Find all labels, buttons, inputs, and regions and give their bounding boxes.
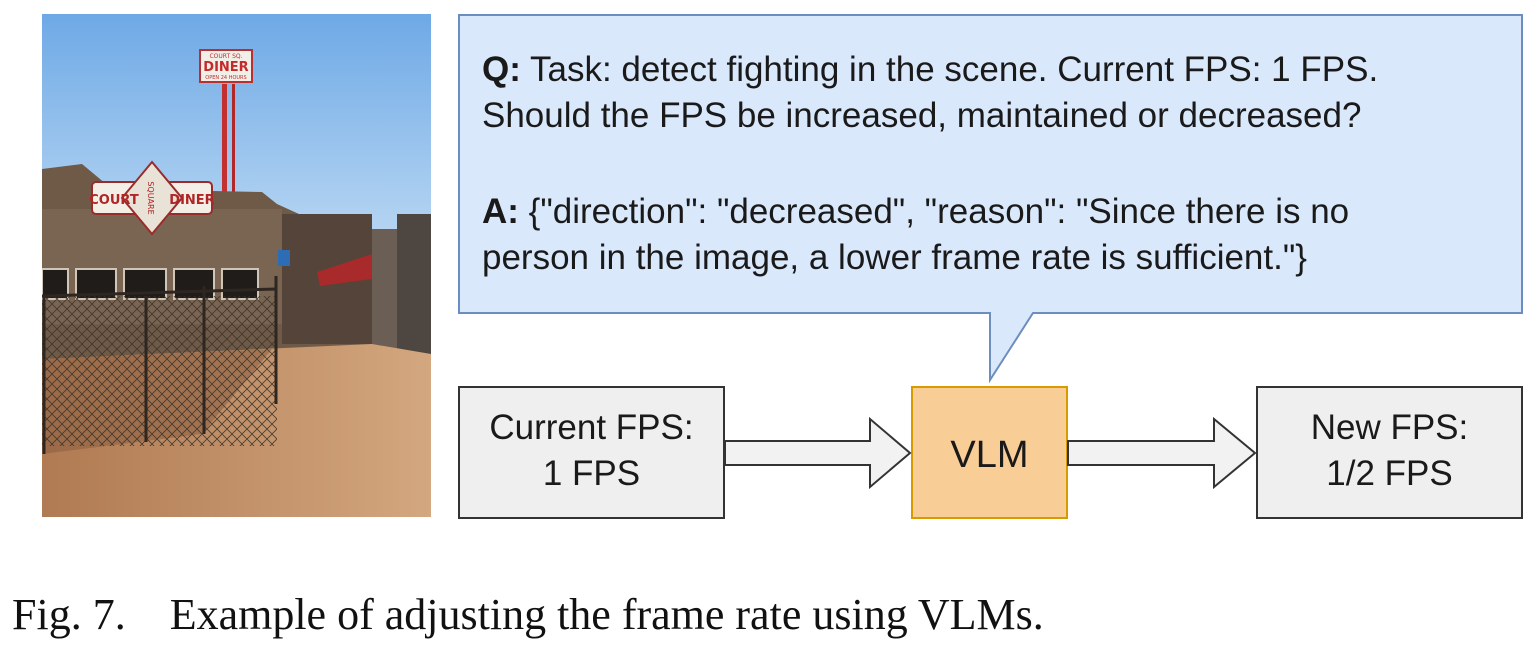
question-prefix: Q: [482,50,521,89]
new-fps-box [1256,386,1523,519]
diner-scene-photo: COURT SQ. DINER OPEN 24 HOURS COURT SQUA… [42,14,431,517]
rooftop-sign-top: COURT SQ. [209,53,242,60]
street-sign [278,250,290,266]
sign-pole-2 [232,84,235,194]
facade-sign-mid: SQUARE [146,181,155,214]
sign-pole [222,84,227,194]
arrow-to-new-fps [1067,416,1257,490]
speech-bubble [458,14,1523,384]
rooftop-sign: COURT SQ. DINER OPEN 24 HOURS [199,49,253,83]
fence-posts [42,276,278,454]
answer-text: A: {"direction": "decreased", "reason": … [482,189,1522,281]
vlm-box [911,386,1068,519]
current-fps-label: Current FPS: 1 FPS [489,408,694,493]
arrow-to-vlm [724,416,912,490]
question-text: Q: Task: detect fighting in the scene. C… [482,47,1522,139]
question-body: Task: detect fighting in the scene. Curr… [482,50,1379,135]
chain-link-fence [42,296,277,446]
rooftop-sign-sub: OPEN 24 HOURS [205,75,246,81]
caption-text: Example of adjusting the frame rate usin… [169,590,1044,639]
background-building-2 [397,214,431,354]
new-fps-label: New FPS: 1/2 FPS [1310,408,1469,493]
answer-body: {"direction": "decreased", "reason": "Si… [482,192,1350,277]
current-fps-box [458,386,725,519]
answer-prefix: A: [482,192,519,231]
rooftop-sign-main: DINER [203,60,248,75]
facade-sign-left: COURT [89,193,139,208]
facade-sign: COURT SQUARE DINER [89,160,215,236]
figure-caption: Fig. 7. Example of adjusting the frame r… [12,590,1044,640]
awning [317,254,372,286]
caption-label: Fig. 7. [12,590,126,639]
facade-sign-right: DINER [169,193,214,208]
vlm-label: VLM [950,434,1029,476]
